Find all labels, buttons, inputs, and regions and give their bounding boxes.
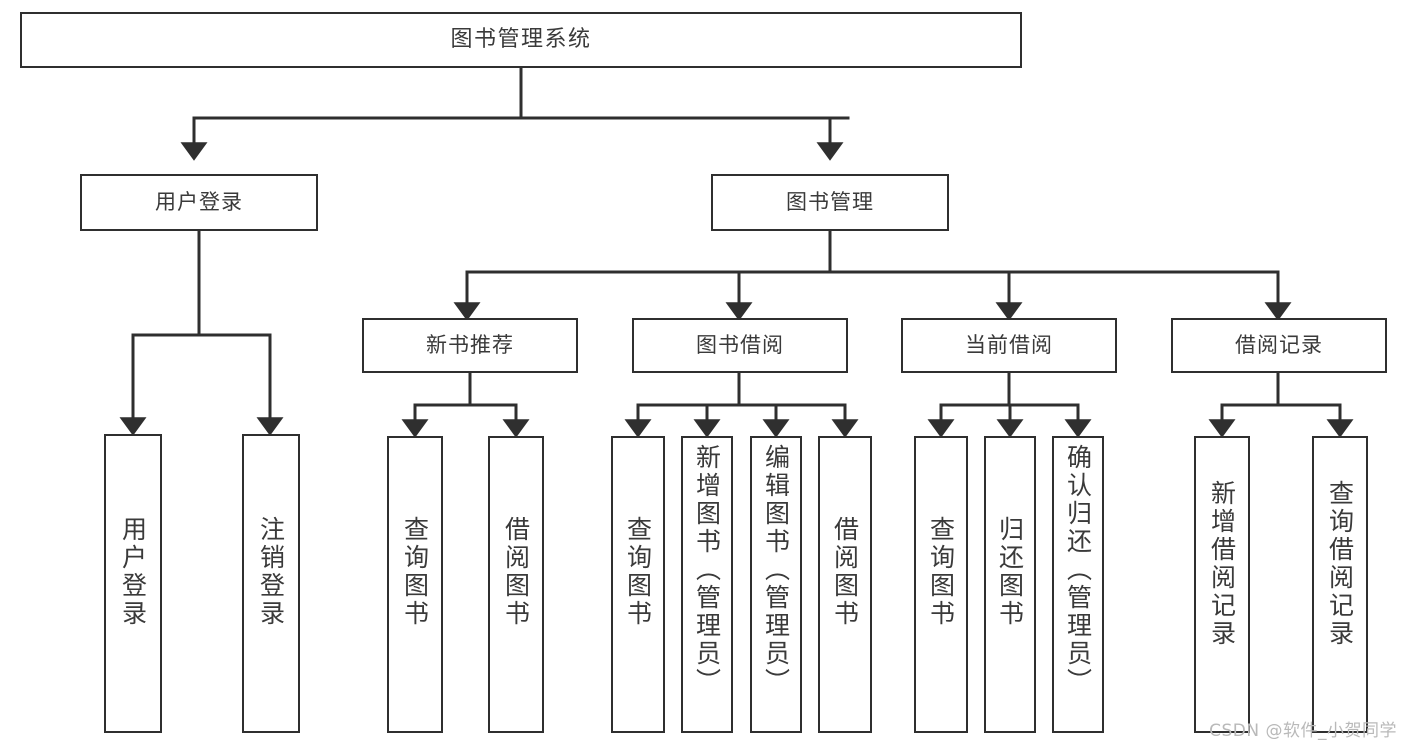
node-book-borrow[interactable]: 图书借阅 [632,318,848,373]
node-borrow-record[interactable]: 借阅记录 [1171,318,1387,373]
node-book-manage[interactable]: 图书管理 [711,174,949,231]
node-leaf-query-record[interactable]: 查询借阅记录 [1312,436,1368,733]
node-leaf-query-book-1-label: 查询图书 [400,516,430,628]
node-leaf-query-book-2[interactable]: 查询图书 [611,436,665,733]
node-book-manage-label: 图书管理 [786,189,874,214]
node-new-book-recommend[interactable]: 新书推荐 [362,318,578,373]
node-leaf-query-book-1[interactable]: 查询图书 [387,436,443,733]
node-leaf-borrow-book-1-label: 借阅图书 [501,516,531,628]
node-leaf-add-book[interactable]: 新增图书（管理员） [681,436,733,733]
node-leaf-user-login-label: 用户登录 [118,516,148,628]
node-leaf-edit-book-label: 编辑图书（管理员） [761,444,791,696]
node-leaf-add-record[interactable]: 新增借阅记录 [1194,436,1250,733]
node-leaf-query-book-3[interactable]: 查询图书 [914,436,968,733]
node-leaf-user-login[interactable]: 用户登录 [104,434,162,733]
node-leaf-return-book[interactable]: 归还图书 [984,436,1036,733]
node-borrow-record-label: 借阅记录 [1235,332,1323,357]
node-book-borrow-label: 图书借阅 [696,332,784,357]
node-leaf-confirm-return[interactable]: 确认归还（管理员） [1052,436,1104,733]
node-leaf-edit-book[interactable]: 编辑图书（管理员） [750,436,802,733]
node-leaf-query-book-2-label: 查询图书 [623,516,653,628]
node-current-borrow-label: 当前借阅 [965,332,1053,357]
node-root[interactable]: 图书管理系统 [20,12,1022,68]
node-leaf-borrow-book-2[interactable]: 借阅图书 [818,436,872,733]
node-current-borrow[interactable]: 当前借阅 [901,318,1117,373]
node-leaf-query-record-label: 查询借阅记录 [1325,480,1355,648]
node-leaf-query-book-3-label: 查询图书 [926,516,956,628]
node-leaf-borrow-book-2-label: 借阅图书 [830,516,860,628]
node-user-login-label: 用户登录 [155,189,243,214]
node-leaf-user-logout[interactable]: 注销登录 [242,434,300,733]
node-leaf-borrow-book-1[interactable]: 借阅图书 [488,436,544,733]
node-leaf-add-book-label: 新增图书（管理员） [692,444,722,696]
node-user-login[interactable]: 用户登录 [80,174,318,231]
node-leaf-return-book-label: 归还图书 [995,516,1025,628]
node-leaf-add-record-label: 新增借阅记录 [1207,480,1237,648]
node-leaf-confirm-return-label: 确认归还（管理员） [1063,444,1093,696]
node-root-label: 图书管理系统 [450,26,592,52]
node-new-book-recommend-label: 新书推荐 [426,332,514,357]
node-leaf-user-logout-label: 注销登录 [256,516,286,628]
